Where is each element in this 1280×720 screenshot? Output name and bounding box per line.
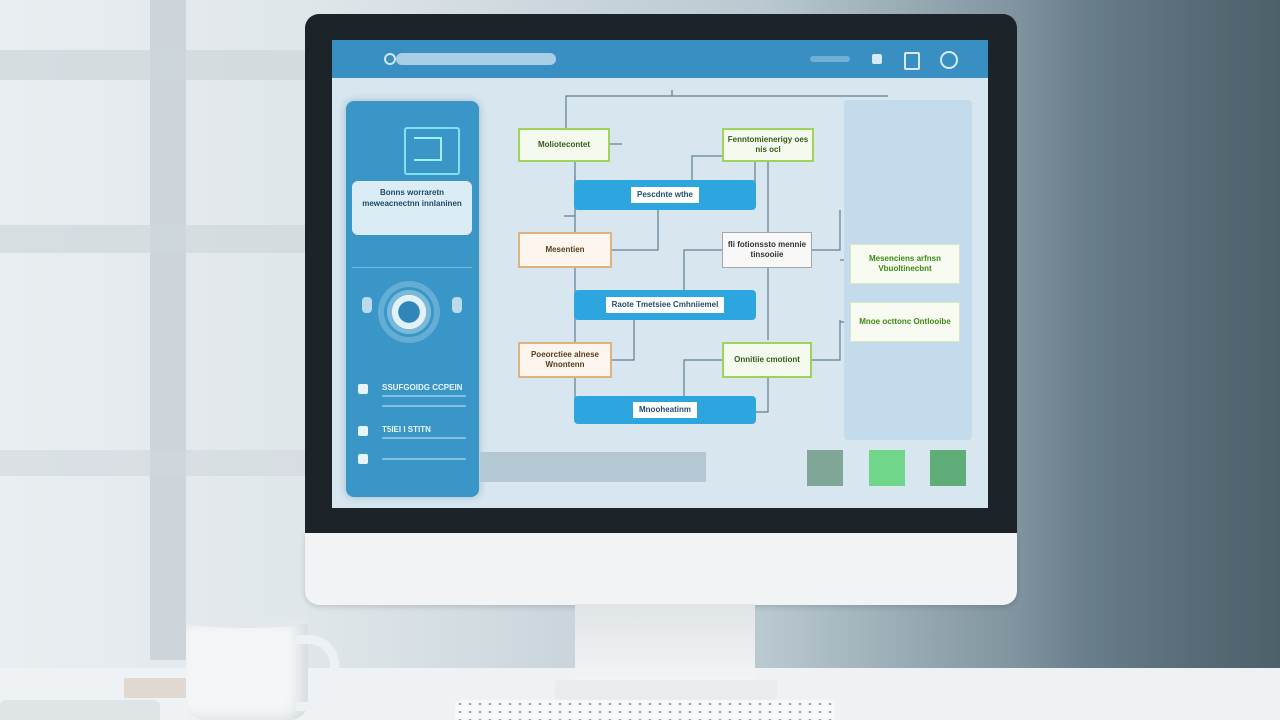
flow-node-primary[interactable]: Mnooheatinm	[574, 396, 756, 424]
search-icon[interactable]	[384, 53, 396, 65]
sidebar-item-line	[382, 405, 466, 407]
sidebar-item[interactable]: T5IEI I STITN	[358, 425, 470, 439]
sidebar: Bonns worraretn meweacnectnn innlaninen …	[346, 101, 479, 497]
sidebar-item-line	[382, 395, 466, 397]
background-window	[0, 0, 330, 720]
window-mullion	[0, 450, 330, 476]
flow-node-label: Mnooheatinm	[633, 402, 697, 418]
sidebar-item-line	[382, 437, 466, 439]
window-icon[interactable]	[904, 52, 920, 70]
flow-node[interactable]: Fenntomienerigy oes nis ocl	[722, 128, 814, 162]
sidebar-info-card: Bonns worraretn meweacnectnn innlaninen	[352, 181, 472, 235]
book	[124, 678, 194, 698]
sidebar-item[interactable]	[358, 401, 470, 415]
monitor-screen: Bonns worraretn meweacnectnn innlaninen …	[332, 40, 988, 508]
document-flow-icon	[404, 127, 460, 175]
flow-node-primary[interactable]: Raote Tmetsiee Cmhniiemel	[574, 290, 756, 320]
action-button-3[interactable]	[930, 450, 966, 486]
chevron-right-icon[interactable]	[452, 297, 462, 313]
details-card[interactable]: Mesenciens arfnsn Vbuoltinecbnt	[850, 244, 960, 284]
flow-node-label: Pescdnte wthe	[630, 187, 699, 203]
notebook	[0, 700, 160, 720]
flow-node-label: Raote Tmetsiee Cmhniiemel	[605, 297, 725, 313]
window-mullion	[150, 0, 186, 660]
details-panel: Mesenciens arfnsn Vbuoltinecbnt Mnoe oct…	[844, 100, 972, 440]
notification-icon[interactable]	[872, 54, 882, 64]
flow-node[interactable]: Poeorctiee alnese Wnontenn	[518, 342, 612, 378]
document-icon	[358, 426, 368, 436]
details-card[interactable]: Mnoe octtonc Ontlooibe	[850, 302, 960, 342]
sidebar-item-label: SSUFGOIDG CCPEIN	[382, 383, 463, 392]
chat-icon	[358, 454, 368, 464]
keyboard	[455, 700, 835, 720]
gear-icon[interactable]	[384, 287, 434, 337]
power-icon[interactable]	[940, 51, 958, 69]
monitor-chin	[305, 533, 1017, 605]
sidebar-item-line	[382, 458, 466, 460]
coffee-mug-handle	[296, 635, 339, 711]
search-input[interactable]	[396, 53, 556, 65]
wall-shadow	[1020, 0, 1280, 720]
window-mullion	[0, 50, 330, 80]
window-mullion	[0, 225, 330, 253]
chevron-left-icon[interactable]	[362, 297, 372, 313]
flow-node[interactable]: fli fotionssto mennie tinsooiie	[722, 232, 812, 268]
flow-node[interactable]: Moliotecontet	[518, 128, 610, 162]
sidebar-item[interactable]	[358, 453, 470, 467]
action-button-1[interactable]	[807, 450, 843, 486]
sidebar-item-label: T5IEI I STITN	[382, 425, 431, 434]
flow-node-primary[interactable]: Pescdnte wthe	[574, 180, 756, 210]
flow-node[interactable]: Onnitiie cmotiont	[722, 342, 812, 378]
monitor-stand	[575, 604, 755, 684]
coffee-mug-rim	[186, 616, 308, 628]
sidebar-item[interactable]: SSUFGOIDG CCPEIN	[358, 383, 470, 397]
sidebar-divider	[352, 267, 472, 268]
topbar-indicator	[810, 56, 850, 62]
flow-node[interactable]: Mesentien	[518, 232, 612, 268]
status-bar	[480, 452, 706, 482]
monitor-stand-base	[555, 680, 777, 700]
app-topbar	[332, 40, 988, 78]
action-button-2[interactable]	[869, 450, 905, 486]
coffee-mug	[186, 620, 308, 720]
building-icon	[358, 384, 368, 394]
